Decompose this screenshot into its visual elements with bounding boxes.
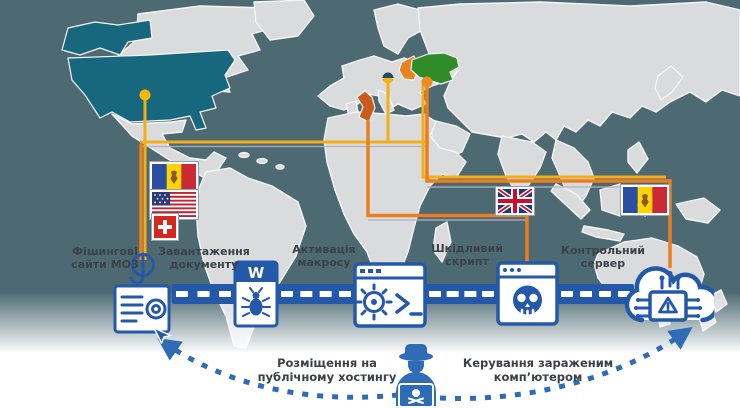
circuit-traces: [636, 298, 700, 318]
moldova-origin-marker: [421, 76, 433, 88]
philippines: [627, 141, 649, 174]
new-guinea: [675, 197, 721, 224]
sumatra: [550, 183, 591, 220]
north-europe-origin-marker-cap: [382, 72, 394, 78]
scandinavia: [373, 3, 427, 55]
united-kingdom-flag-route: [496, 187, 534, 215]
switzerland-flag-origin: [152, 214, 178, 240]
pipe-connector-3: [425, 284, 498, 304]
pipe-connector-4: [557, 284, 634, 304]
terminal-prompt-icon: [395, 293, 423, 316]
asia: [417, 1, 740, 143]
usa-flag-origin: [150, 190, 198, 219]
usa-origin-marker: [139, 89, 151, 101]
server-pins: [660, 274, 680, 290]
madagascar: [432, 221, 452, 263]
step-label-macro-activation: Активація макросу: [292, 243, 356, 270]
yellow-route-lines: [140, 80, 666, 260]
ukraine-highlight: [410, 52, 460, 85]
caribbean: [275, 164, 285, 170]
pipe-connector-1: [172, 284, 235, 304]
usa-highlight: [67, 49, 236, 131]
moldova-flag-route: [621, 185, 669, 215]
usa-alaska-highlight: [61, 19, 153, 56]
step-label-document-download: Завантаження документу: [158, 245, 250, 272]
java: [581, 225, 625, 242]
malicious-script-window-icon: [496, 261, 559, 326]
gear-icon: [355, 283, 393, 321]
hacker-with-laptop-icon: [396, 344, 436, 408]
cursor-icon: [152, 326, 172, 344]
annotation-public-hosting: Розміщення на публічному хостингу: [257, 356, 397, 385]
step-label-malicious-script: Шкідливий скрипт: [431, 242, 503, 269]
cloud-control-server-icon: [624, 266, 714, 323]
japan: [654, 65, 684, 101]
orange-route-uk-to-script: [366, 120, 529, 266]
orange-route-moldova-to-server: [425, 84, 672, 268]
warning-triangle-icon: [658, 296, 678, 314]
caribbean: [256, 157, 268, 165]
word-document-malware-icon: W: [233, 260, 279, 328]
skull-icon: [513, 285, 542, 317]
macro-gear-terminal-icon: [353, 262, 427, 328]
annotation-remote-control: Керування зараженим комп’ютером: [462, 356, 614, 385]
caribbean: [238, 151, 250, 159]
italy: [377, 89, 395, 115]
bug-icon: [241, 287, 271, 317]
moldova-flag-origin: [150, 162, 198, 191]
orange-route-lines: [139, 84, 672, 268]
greenland: [253, 0, 315, 41]
word-w-glyph: W: [248, 264, 265, 282]
step-label-phishing-sites: Фішингові сайти МОЗ: [71, 245, 139, 272]
step-label-control-server: Контрольний сервер: [561, 244, 645, 271]
phishing-browser-hook-icon: [113, 252, 172, 344]
pipe-connector-2: [277, 284, 355, 304]
uk-highlight: [356, 90, 376, 123]
skull-crossbones-icon: [408, 389, 424, 404]
